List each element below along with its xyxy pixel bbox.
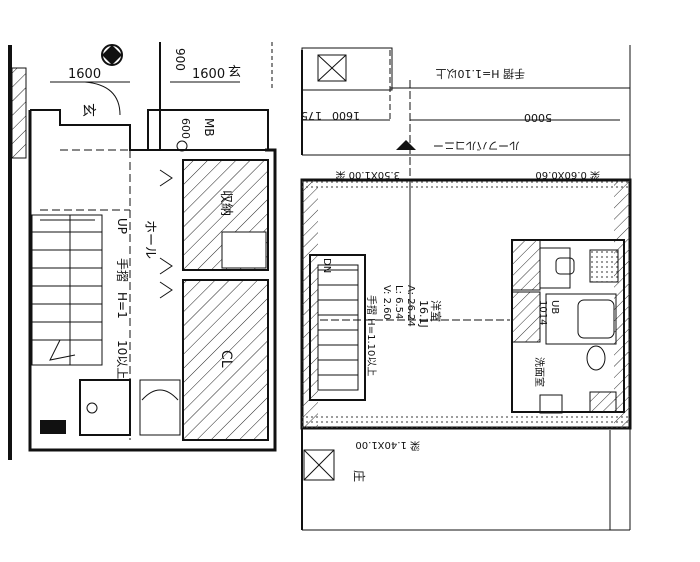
room-area: 16.1J [417,300,430,328]
wash-label: 洗面室 [533,357,546,387]
beam-left: 3.50X1.00 梁 [335,169,400,182]
main-room-walls [300,178,632,430]
beam-right: 梁 0.60X0.60 [535,169,600,182]
rail-note-top: 手摺 H=1.10以上 [436,67,525,81]
right-floor-plan: 手摺 H=1.10以上 1600 175 5000 ルーフバルコニー 3.50X… [290,0,700,558]
sink-icon [555,257,575,275]
l-value: L: 6.54 [393,285,404,319]
dim-5000: 5000 [524,111,552,124]
dim-top-right: 1600 [192,67,225,82]
rail-height-tail: 10以上 [115,340,129,379]
closet-label: 収納 [218,190,233,216]
dim-top-left: 1600 [68,67,101,82]
left-plan-drawing: 1600 1600 玄 900 玄 MB 600 収納 CL ホール UP [8,42,277,460]
bottom-beam: 梁 1.40X1.00 [355,439,420,452]
mb-label: MB [202,118,216,137]
rail-height: H=1 [115,292,129,319]
bottom-room: 庄 [352,470,367,482]
rail-label: 手摺 [115,258,130,282]
right-plan-drawing: 手摺 H=1.10以上 1600 175 5000 ルーフバルコニー 3.50X… [300,45,632,531]
cl-label: CL [218,350,234,368]
loft-label: ルーフバルコニー [433,139,520,152]
stove-icon [589,249,619,283]
bathtub-icon [577,299,615,339]
svg-text:900: 900 [173,48,187,71]
balcony-box [301,47,393,91]
dim-1600: 1600 [332,109,360,122]
left-border [8,45,12,460]
rail-stair: 手摺 H=1.10以上 [365,295,378,376]
exterior-wall [11,67,27,159]
a-value: A: 26.24 [405,285,416,327]
up-label: UP [115,218,129,234]
cl-area [182,279,269,441]
north-arrow-icon [396,140,416,150]
staircase [31,214,103,366]
left-floor-plan: 1600 1600 玄 900 玄 MB 600 収納 CL ホール UP [0,0,290,558]
ub-size: 1014 [537,300,548,325]
v-value: V: 2.60 [381,285,392,320]
hall-label: ホール [142,220,157,259]
toilet-icon [586,345,606,371]
room-top-right-label: 玄 [228,65,241,80]
dn-label: DN [321,258,332,273]
ub-label: UB [549,300,560,314]
room-top-label: 玄 [80,103,97,117]
staircase-right [317,264,359,391]
marker-icon [101,44,123,66]
room-type: 洋室 [429,300,443,322]
stair-opening [309,254,366,401]
mb-dim: 600 [179,118,192,139]
dim-175: 175 [301,109,322,122]
